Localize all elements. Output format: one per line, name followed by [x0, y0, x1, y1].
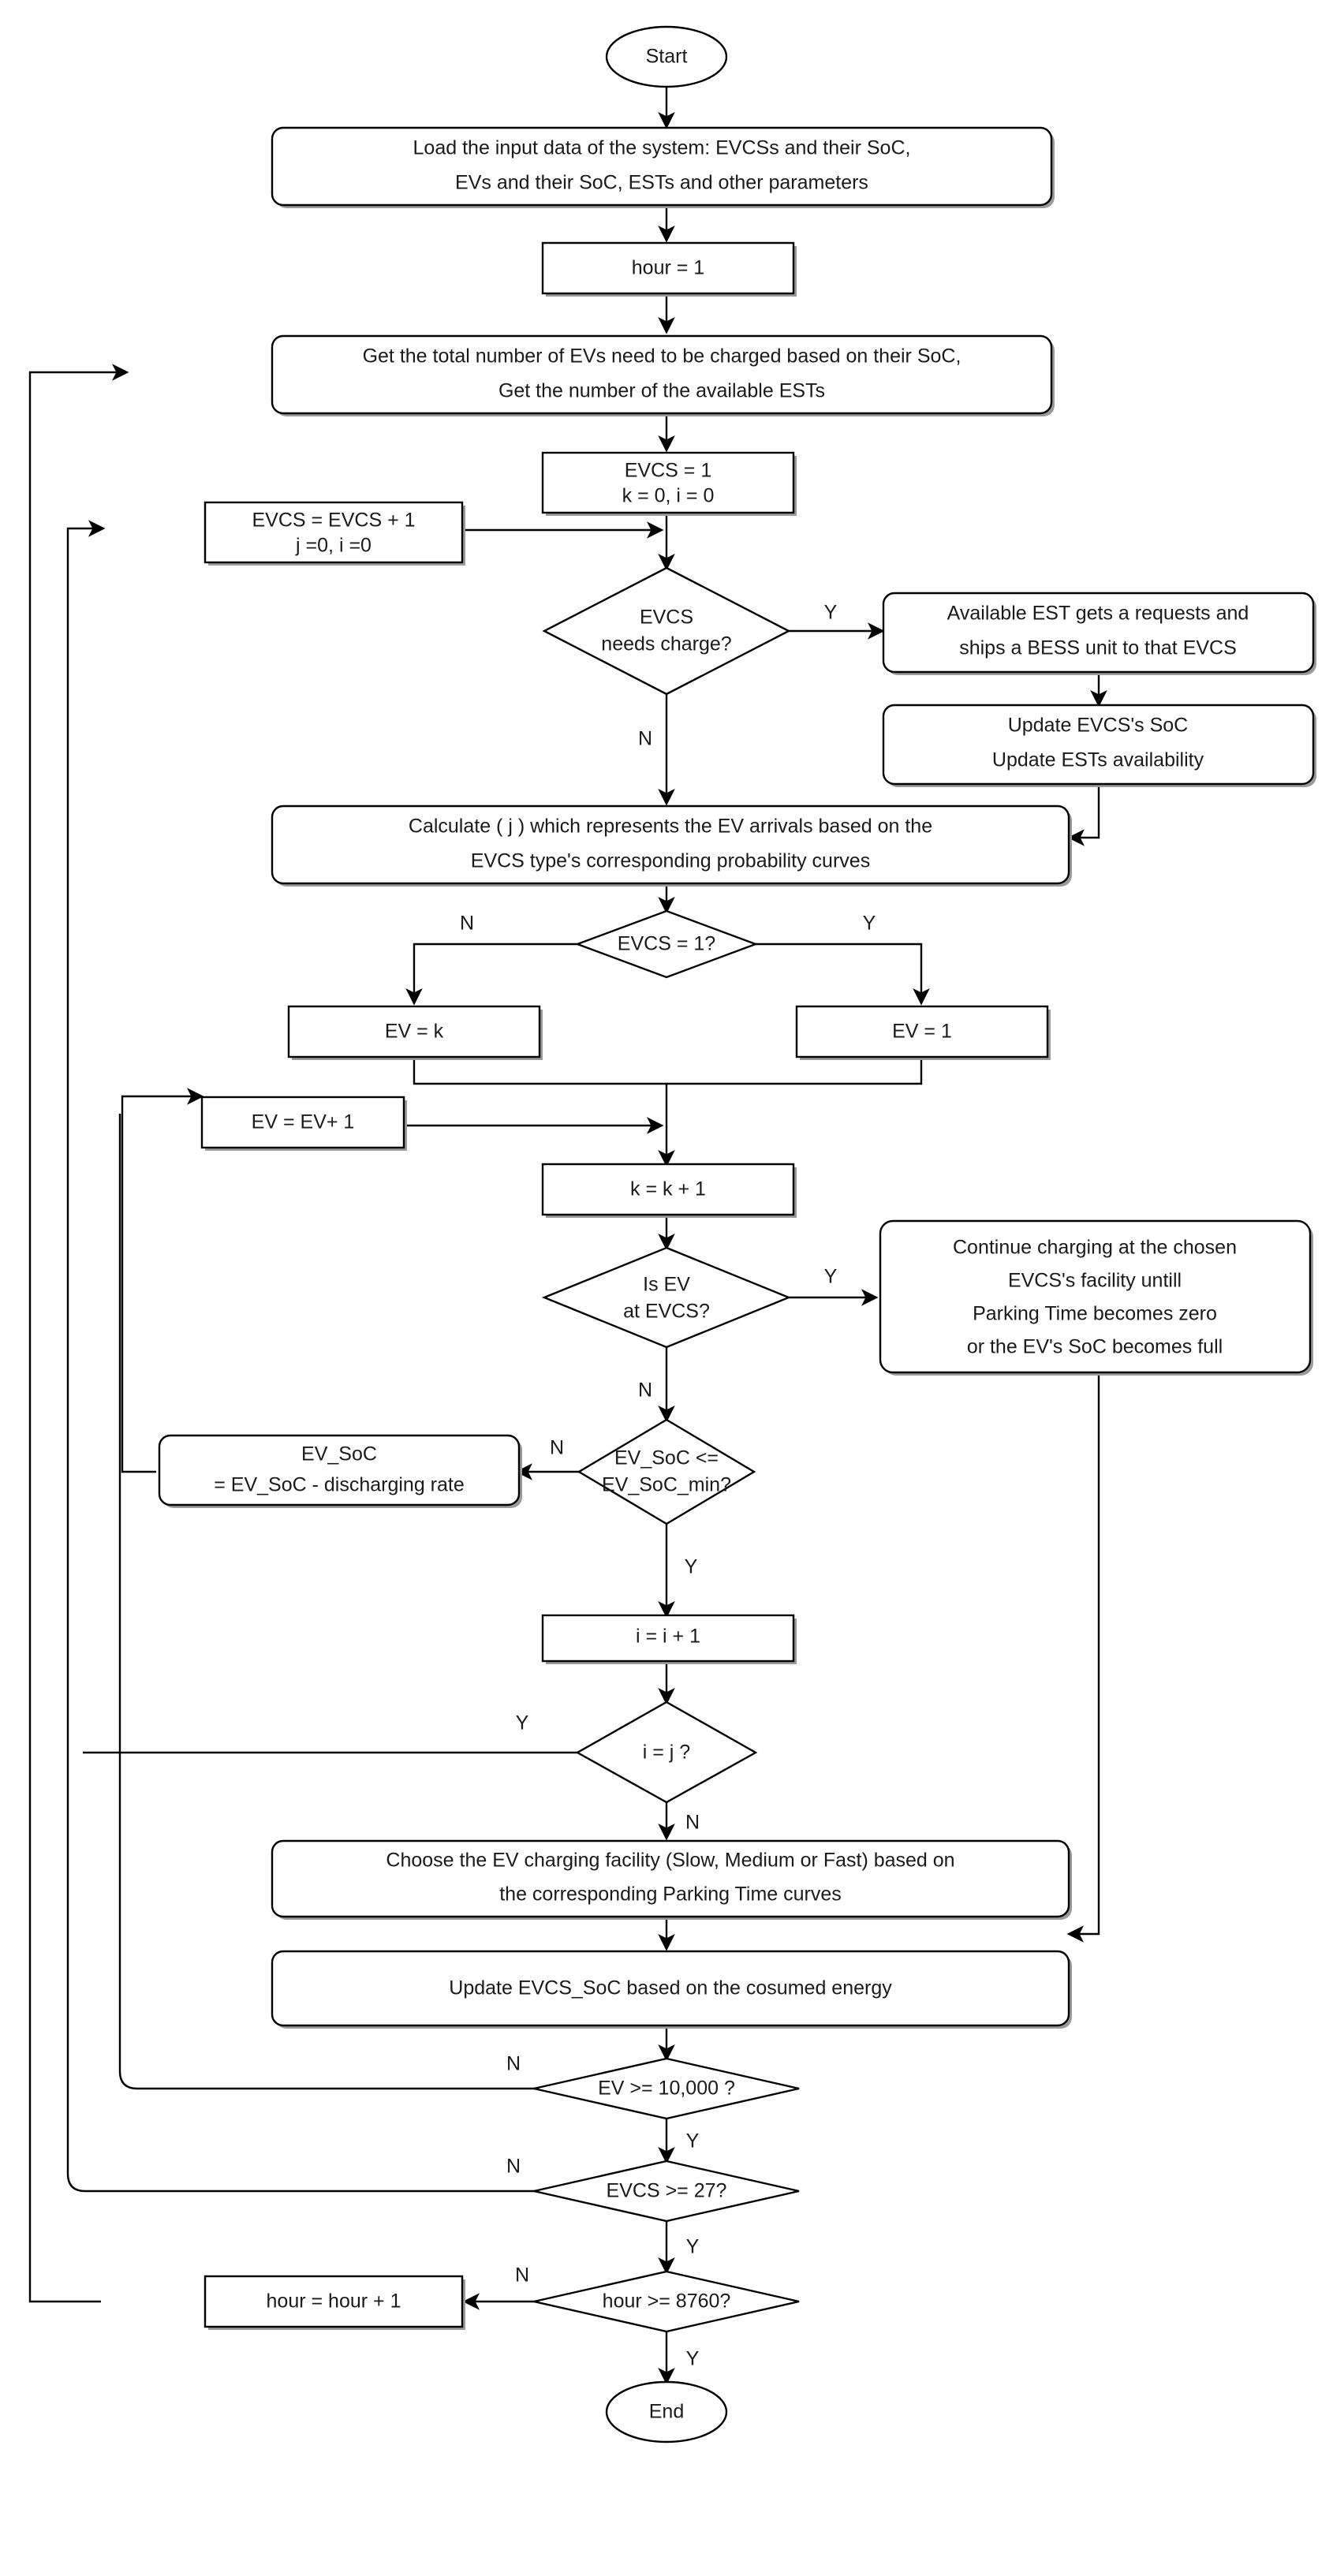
- node-i-increment[interactable]: i = i + 1: [541, 1614, 797, 1664]
- label-i-equals-j-yes: Y: [516, 1712, 529, 1734]
- node-i-increment-label: i = i + 1: [636, 1626, 700, 1648]
- edge-ev-limit-no-loop: [118, 1114, 577, 2090]
- node-est-ship-line-1: Available EST gets a requests and: [947, 603, 1249, 625]
- node-continue-charging-line-3: Parking Time becomes zero: [973, 1303, 1217, 1325]
- node-update-evcs-soc-est[interactable]: Update EVCS's SoC Update ESTs availabili…: [882, 704, 1316, 787]
- node-est-ship[interactable]: Available EST gets a requests and ships …: [882, 592, 1316, 675]
- label-hour-limit-yes: Y: [686, 2348, 700, 2370]
- node-evcs-init[interactable]: EVCS = 1 k = 0, i = 0: [541, 451, 797, 516]
- label-ev-limit-no: N: [506, 2053, 521, 2075]
- node-hour-limit-label: hour >= 8760?: [603, 2290, 731, 2313]
- node-continue-charging-line-4: or the EV's SoC becomes full: [967, 1336, 1223, 1358]
- node-ev-soc-discharge-line-1: EV_SoC: [301, 1443, 377, 1465]
- node-i-equals-j-label: i = j ?: [643, 1742, 690, 1764]
- node-end[interactable]: End: [605, 2380, 728, 2443]
- label-ev-limit-yes: Y: [686, 2130, 700, 2152]
- label-evcs-limit-no: N: [506, 2156, 521, 2178]
- label-evcs-limit-yes: Y: [686, 2236, 700, 2258]
- node-k-increment-label: k = k + 1: [630, 1178, 706, 1200]
- node-ev-equals-1[interactable]: EV = 1: [795, 1005, 1051, 1060]
- node-evcs-needs-charge[interactable]: EVCS needs charge?: [542, 566, 791, 696]
- node-ev-soc-discharge-line-2: = EV_SoC - discharging rate: [214, 1474, 465, 1496]
- node-evcs-is-one[interactable]: EVCS = 1?: [574, 909, 759, 979]
- node-choose-facility-line-1: Choose the EV charging facility (Slow, M…: [386, 1850, 954, 1872]
- node-start[interactable]: Start: [605, 25, 728, 88]
- node-hour-increment-label: hour = hour + 1: [267, 2290, 401, 2313]
- node-ev-increment[interactable]: EV = EV+ 1: [200, 1096, 407, 1151]
- node-is-ev-at-evcs-line-1: Is EV: [643, 1274, 690, 1296]
- node-hour-init[interactable]: hour = 1: [541, 241, 797, 297]
- node-update-evcs-soc-energy-label: Update EVCS_SoC based on the cosumed ene…: [449, 1977, 892, 1999]
- node-ev-soc-check-line-2: EV_SoC_min?: [602, 1474, 731, 1496]
- node-evcs-limit-label: EVCS >= 27?: [607, 2180, 727, 2202]
- label-hour-limit-no: N: [515, 2264, 529, 2287]
- label-evcs-is-one-yes: Y: [863, 913, 876, 935]
- node-evcs-increment-line-1: EVCS = EVCS + 1: [252, 510, 415, 532]
- node-evcs-needs-charge-line-1: EVCS: [640, 607, 693, 629]
- node-evcs-needs-charge-line-2: needs charge?: [601, 633, 731, 655]
- label-i-equals-j-no: N: [685, 1812, 700, 1834]
- edge-evcs-is-one-yes-to-ev-equals-1: [755, 943, 930, 1006]
- node-evcs-init-line-1: EVCS = 1: [625, 460, 711, 482]
- label-is-ev-at-evcs-yes: Y: [824, 1266, 838, 1288]
- node-evcs-init-line-2: k = 0, i = 0: [622, 485, 715, 507]
- node-continue-charging-line-2: EVCS's facility untill: [1008, 1270, 1182, 1292]
- node-ev-equals-k-label: EV = k: [385, 1021, 444, 1043]
- node-is-ev-at-evcs-line-2: at EVCS?: [623, 1301, 710, 1323]
- node-hour-init-label: hour = 1: [632, 257, 704, 279]
- label-needs-charge-yes: Y: [824, 602, 838, 624]
- edge-label-layer: Y N N Y Y N N Y Y N N Y N Y N Y: [460, 602, 876, 2370]
- node-evcs-increment-line-2: j =0, i =0: [295, 535, 372, 557]
- node-ev-soc-check[interactable]: EV_SoC <= EV_SoC_min?: [577, 1418, 756, 1525]
- node-ev-soc-check-line-1: EV_SoC <=: [614, 1447, 719, 1469]
- edge-evcs-is-one-no-to-ev-equals-k: [405, 943, 578, 1006]
- node-continue-charging-line-1: Continue charging at the chosen: [953, 1237, 1237, 1259]
- node-hour-limit[interactable]: hour >= 8760?: [533, 2270, 800, 2333]
- label-needs-charge-no: N: [638, 728, 652, 750]
- node-get-totals-line-1: Get the total number of EVs need to be c…: [363, 345, 961, 368]
- node-i-equals-j[interactable]: i = j ?: [575, 1701, 758, 1804]
- edge-layer: [28, 87, 1107, 2385]
- node-choose-facility-line-2: the corresponding Parking Time curves: [499, 1883, 842, 1906]
- node-ev-limit-label: EV >= 10,000 ?: [598, 2078, 735, 2100]
- node-evcs-limit[interactable]: EVCS >= 27?: [533, 2160, 800, 2223]
- edge-continue-to-update-soc-energy: [1066, 1376, 1100, 1943]
- node-get-totals[interactable]: Get the total number of EVs need to be c…: [271, 334, 1055, 416]
- node-choose-facility[interactable]: Choose the EV charging facility (Slow, M…: [271, 1839, 1072, 1920]
- node-evcs-is-one-label: EVCS = 1?: [618, 933, 715, 955]
- node-load-input[interactable]: Load the input data of the system: EVCSs…: [271, 126, 1055, 208]
- node-calculate-j-line-2: EVCS type's corresponding probability cu…: [471, 850, 870, 872]
- node-calculate-j[interactable]: Calculate ( j ) which represents the EV …: [271, 805, 1072, 887]
- node-get-totals-line-2: Get the number of the available ESTs: [498, 380, 825, 402]
- label-evcs-is-one-no: N: [460, 913, 474, 935]
- edge-ev-assign-join: [413, 1057, 923, 1085]
- edge-discharge-loop-to-ev-increment: [121, 1088, 204, 1473]
- node-ev-soc-discharge[interactable]: EV_SoC = EV_SoC - discharging rate: [158, 1434, 522, 1508]
- node-update-evcs-soc-energy[interactable]: Update EVCS_SoC based on the cosumed ene…: [271, 1950, 1072, 2029]
- node-load-input-line-2: EVs and their SoC, ESTs and other parame…: [455, 172, 868, 194]
- node-update-evcs-soc-est-line-1: Update EVCS's SoC: [1008, 715, 1189, 737]
- node-end-label: End: [649, 2401, 684, 2423]
- node-update-evcs-soc-est-line-2: Update ESTs availability: [992, 749, 1204, 771]
- node-ev-equals-k[interactable]: EV = k: [287, 1005, 543, 1060]
- label-is-ev-at-evcs-no: N: [638, 1379, 652, 1402]
- node-k-increment[interactable]: k = k + 1: [541, 1163, 797, 1218]
- node-start-label: Start: [646, 46, 688, 68]
- node-est-ship-line-2: ships a BESS unit to that EVCS: [959, 637, 1237, 659]
- node-calculate-j-line-1: Calculate ( j ) which represents the EV …: [409, 816, 932, 838]
- node-ev-limit[interactable]: EV >= 10,000 ?: [533, 2057, 800, 2120]
- edge-evcs-limit-no-loop: [66, 520, 577, 2193]
- label-ev-soc-check-no: N: [550, 1437, 564, 1459]
- label-ev-soc-check-yes: Y: [685, 1556, 698, 1578]
- node-hour-increment[interactable]: hour = hour + 1: [203, 2275, 465, 2330]
- node-ev-equals-1-label: EV = 1: [892, 1021, 952, 1043]
- node-ev-increment-label: EV = EV+ 1: [252, 1111, 355, 1133]
- node-evcs-increment[interactable]: EVCS = EVCS + 1 j =0, i =0: [203, 501, 465, 566]
- node-is-ev-at-evcs[interactable]: Is EV at EVCS?: [541, 1246, 792, 1349]
- node-continue-charging[interactable]: Continue charging at the chosen EVCS's f…: [879, 1219, 1313, 1376]
- edge-update-soc-to-calculate-j: [1067, 781, 1100, 846]
- edge-hour-increment-loop-to-get-totals: [28, 364, 129, 2303]
- node-load-input-line-1: Load the input data of the system: EVCSs…: [413, 137, 911, 159]
